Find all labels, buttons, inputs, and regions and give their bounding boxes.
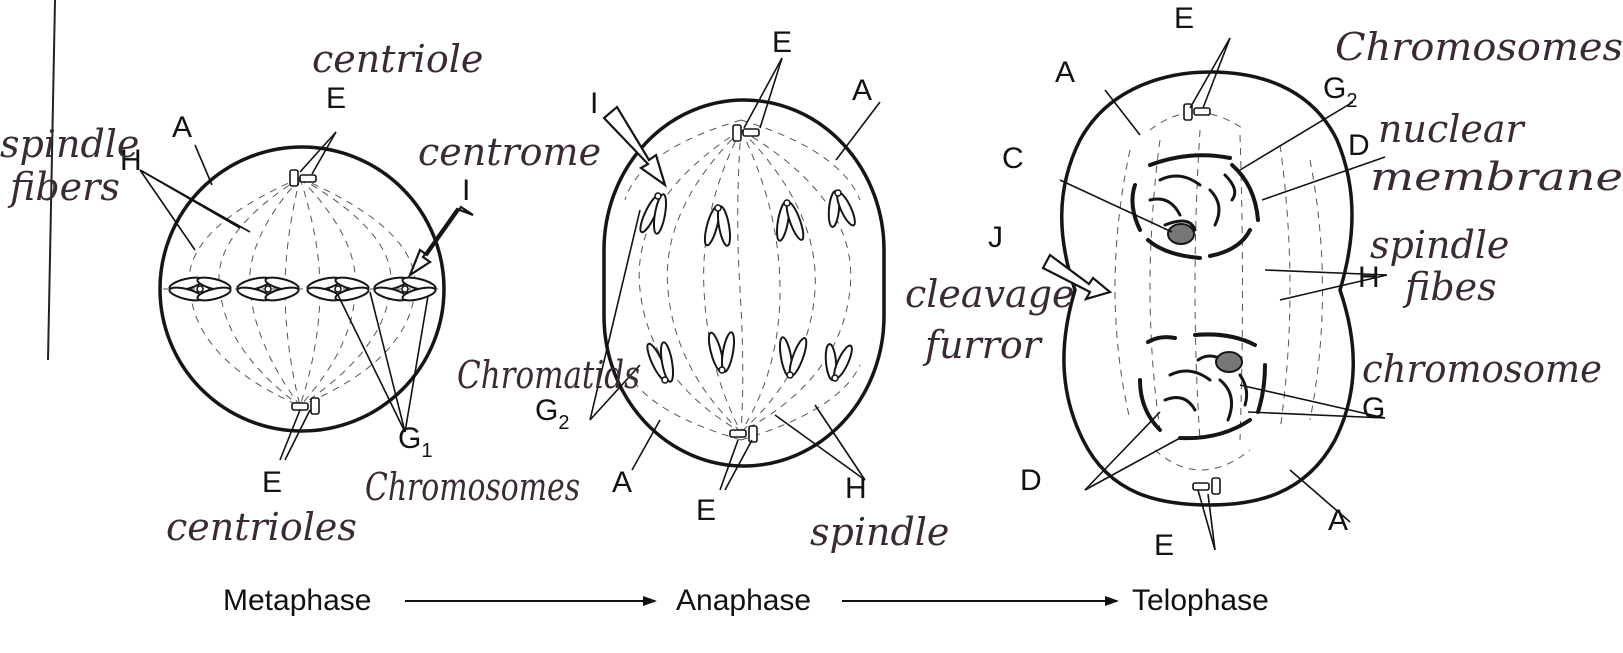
phase-metaphase: Metaphase (223, 584, 371, 617)
label-g1-sub: 1 (421, 440, 432, 462)
phase-telophase: Telophase (1132, 584, 1269, 617)
note-centrioles: centrioles (166, 505, 357, 549)
note-chromatids: Chromatids (457, 353, 640, 397)
note-chromosomes-telo: Chromosomes (1335, 25, 1623, 69)
label-h-anaphase: H (845, 472, 867, 505)
note-furrow: furror (922, 323, 1044, 367)
note-cleavage: cleavage (905, 272, 1075, 316)
phase-sequence: Metaphase Anaphase Telophase (223, 584, 1269, 617)
note-spindle-telo: spindle (1370, 223, 1509, 267)
label-c-telophase: C (1002, 142, 1024, 175)
label-g2t-letter: G (1323, 72, 1346, 105)
note-membrane: membrane (1370, 155, 1623, 199)
label-g-telophase: G (1362, 392, 1385, 425)
note-nuclear: nuclear (1378, 107, 1527, 151)
label-g2-letter: G (535, 394, 558, 427)
label-d-telophase-top: D (1348, 129, 1370, 162)
note-fibers: fibers (7, 165, 120, 209)
note-fibes: fibes (1402, 265, 1497, 309)
note-spindle: spindle (0, 122, 139, 166)
phase-anaphase: Anaphase (676, 584, 811, 617)
note-spindle-anaphase: spindle (810, 510, 949, 554)
label-a-anaphase-top: A (852, 74, 872, 107)
label-a-telophase-bottom: A (1328, 504, 1348, 537)
label-a-telophase-top: A (1055, 56, 1075, 89)
note-centriole: centriole (312, 37, 483, 81)
label-g1-letter: G (398, 422, 421, 455)
label-i-anaphase: I (590, 87, 598, 120)
label-g2t-sub: 2 (1346, 90, 1357, 112)
label-e-metaphase-bottom: E (262, 466, 282, 499)
label-g1-metaphase: G1 (398, 422, 432, 462)
note-chromosome: chromosome (1362, 347, 1602, 391)
label-d-telophase-bottom: D (1020, 464, 1042, 497)
label-e-telophase-top: E (1174, 2, 1194, 35)
metaphase-cell (160, 147, 444, 431)
label-g2-anaphase: G2 (535, 394, 569, 434)
note-chromosomes-meta: Chromosomes (365, 465, 580, 509)
label-g2-telophase: G2 (1323, 72, 1357, 112)
label-i-metaphase: I (462, 174, 470, 207)
label-e-telophase-bottom: E (1154, 529, 1174, 562)
label-a-anaphase-bottom: A (612, 466, 632, 499)
label-e-anaphase-bottom: E (696, 494, 716, 527)
label-e-anaphase-top: E (772, 26, 792, 59)
label-j-telophase: J (988, 221, 1003, 254)
note-centrome: centrome (418, 130, 601, 174)
label-e-metaphase-top: E (326, 82, 346, 115)
label-a-metaphase: A (172, 111, 192, 144)
label-g2-sub: 2 (558, 412, 569, 434)
